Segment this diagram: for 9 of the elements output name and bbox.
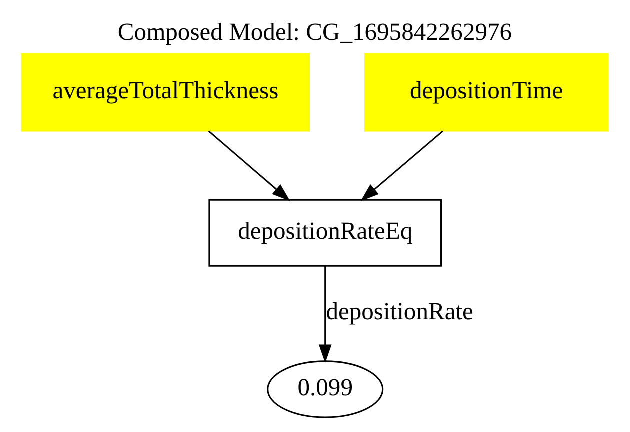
arrow bbox=[208, 130, 290, 202]
node-box: averageTotalThickness bbox=[21, 53, 310, 132]
arrow bbox=[360, 130, 444, 202]
node-box: depositionTime bbox=[364, 53, 609, 132]
node-ellipse: 0.099 bbox=[267, 360, 384, 418]
diagram-title: Composed Model: CG_1695842262976 bbox=[118, 19, 512, 46]
node-box: depositionRateEq bbox=[208, 199, 442, 267]
arrow bbox=[318, 266, 332, 364]
edge-label: depositionRate bbox=[326, 298, 474, 326]
